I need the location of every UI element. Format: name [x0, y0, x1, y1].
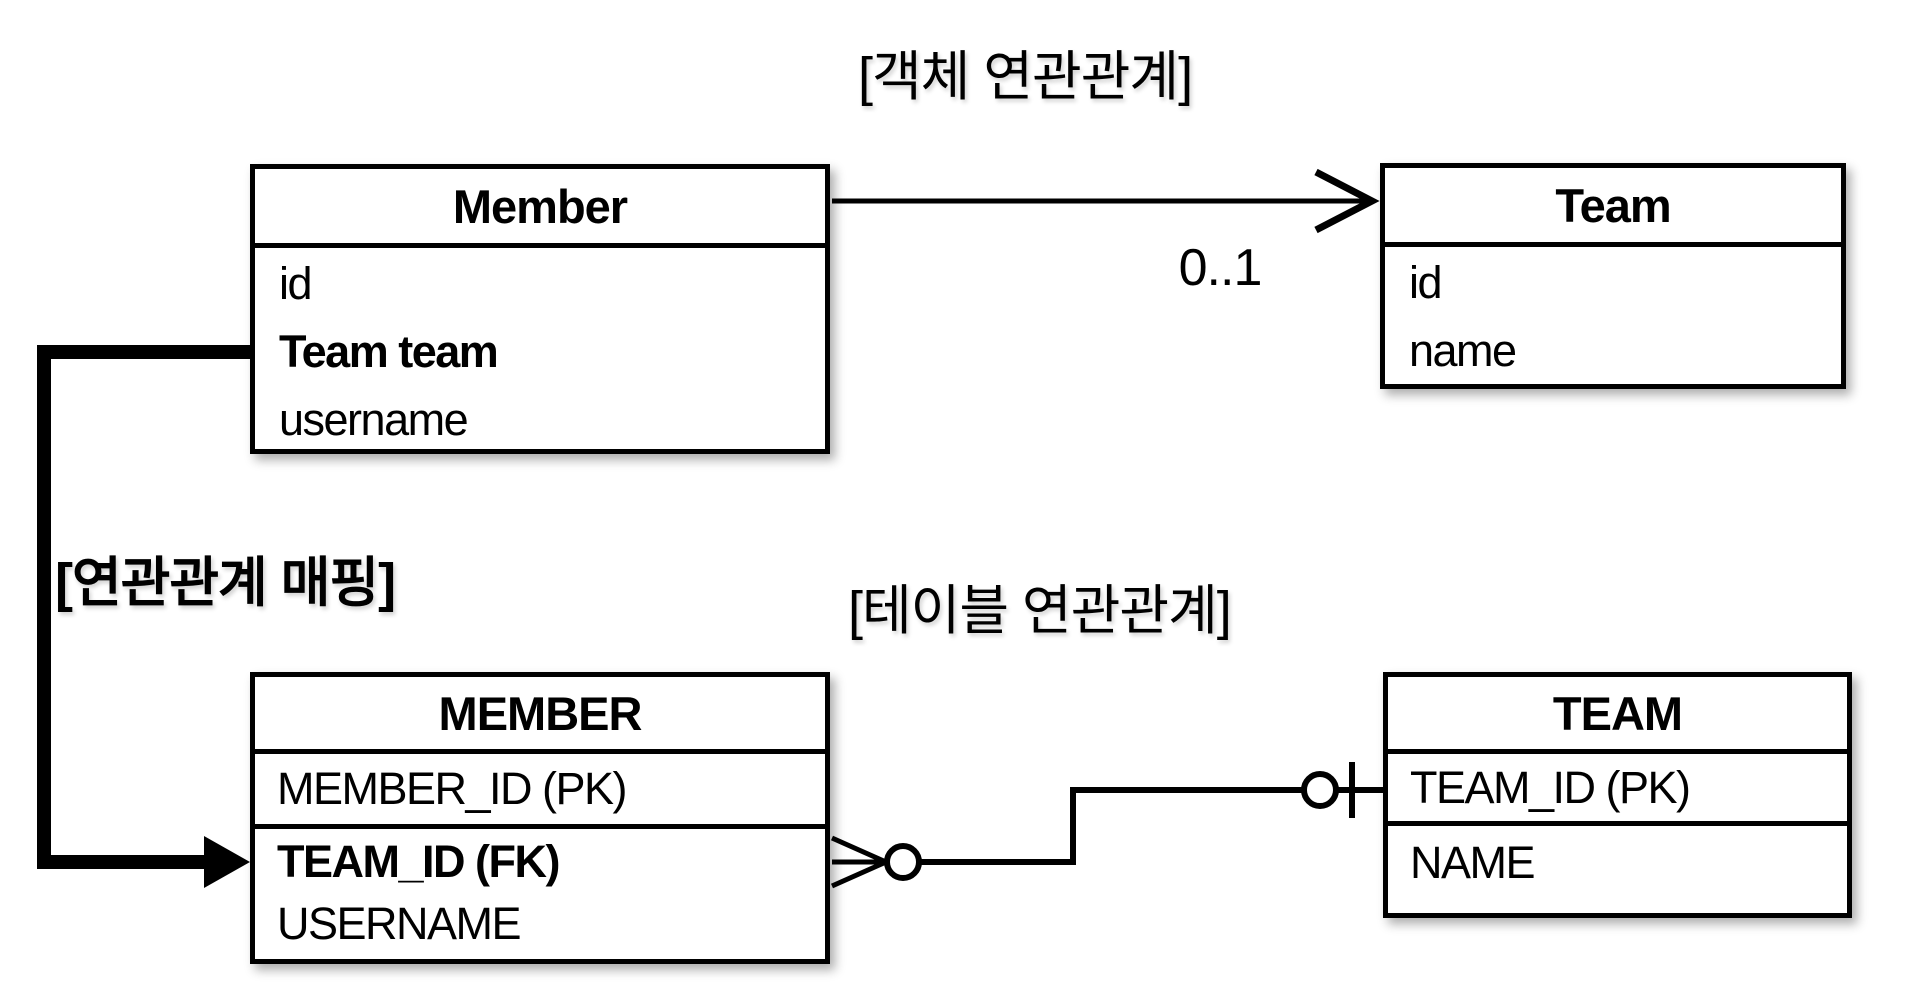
team-class-fields: id name [1385, 247, 1841, 385]
member-field-username: username [279, 394, 469, 445]
member-table-title: MEMBER [255, 677, 825, 754]
team-table-box: TEAM TEAM_ID (PK) NAME [1383, 672, 1852, 918]
member-field-id: id [279, 258, 313, 309]
member-field-team: Team team [279, 326, 499, 377]
member-class-box: Member id Team team username [250, 164, 830, 454]
member-table-username-row: USERNAME [277, 898, 522, 949]
team-class-box: Team id name [1380, 163, 1846, 389]
team-class-title: Team [1385, 168, 1841, 247]
zero-circle-icon [884, 843, 922, 881]
object-association-arrow [832, 168, 1380, 234]
object-association-title: [객체 연관관계] [858, 47, 1193, 107]
team-field-id: id [1409, 257, 1443, 308]
mapping-connector [37, 345, 250, 888]
table-association-title: [테이블 연관관계] [848, 581, 1232, 641]
table-association-connector [830, 762, 1383, 889]
crows-foot-many-icon [830, 835, 888, 889]
zero-circle-icon [1301, 771, 1339, 809]
team-field-name: name [1409, 325, 1517, 376]
member-table-bottom-compartment: TEAM_ID (FK) USERNAME [255, 829, 825, 955]
filled-arrowhead-icon [204, 836, 250, 888]
member-table-pk-row: MEMBER_ID (PK) [255, 754, 825, 829]
multiplicity-label: 0..1 [1178, 239, 1263, 297]
team-table-pk-row: TEAM_ID (PK) [1388, 754, 1847, 826]
member-table-fk-row: TEAM_ID (FK) [277, 836, 560, 887]
member-class-title: Member [255, 169, 825, 248]
team-table-title: TEAM [1388, 677, 1847, 754]
mapping-label: [연관관계 매핑] [55, 553, 396, 613]
team-table-name-row: NAME [1410, 837, 1536, 888]
member-class-fields: id Team team username [255, 248, 825, 454]
open-arrowhead-icon [1314, 168, 1380, 234]
member-table-box: MEMBER MEMBER_ID (PK) TEAM_ID (FK) USERN… [250, 672, 830, 964]
